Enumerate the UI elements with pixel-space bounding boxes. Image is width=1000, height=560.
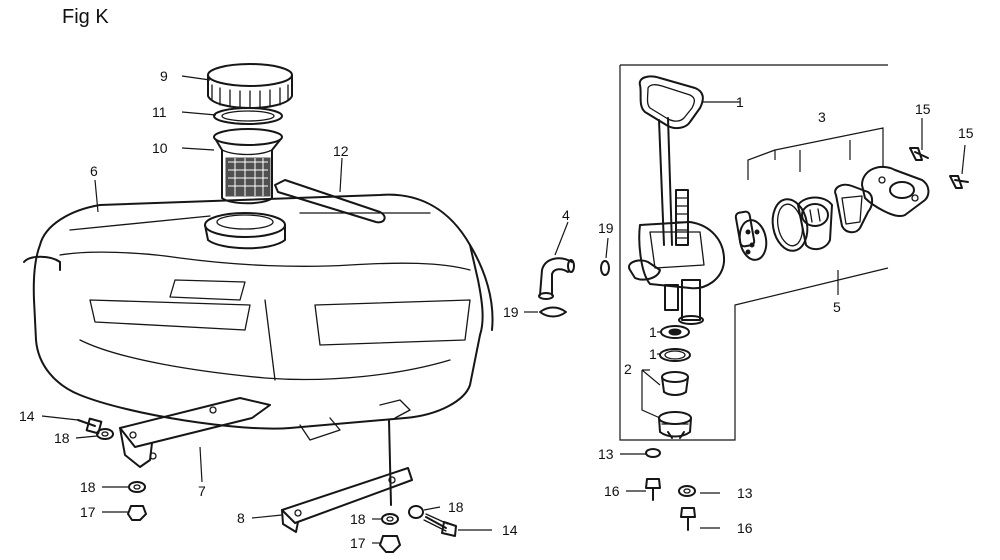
fuel-cock-assembly — [619, 64, 969, 441]
callout-16-right: 16 — [737, 520, 753, 536]
figure-title: Fig K — [62, 6, 109, 28]
callout-15-left: 15 — [915, 101, 931, 117]
tank-bracket-front — [281, 467, 413, 533]
callout-13-right: 13 — [737, 485, 753, 501]
fuel-hose — [538, 257, 575, 300]
front-fasteners — [379, 419, 457, 553]
callout-18-front: 18 — [350, 511, 366, 527]
callout-7: 7 — [198, 483, 206, 499]
callout-6: 6 — [90, 163, 98, 179]
hose-clips — [539, 260, 610, 318]
fuel-cock-sediment-parts — [658, 325, 692, 439]
callout-8: 8 — [237, 510, 245, 526]
left-fasteners — [77, 417, 147, 521]
callout-18-upper-left: 18 — [54, 430, 70, 446]
callout-1-top: 1 — [736, 94, 744, 110]
callout-14-right: 14 — [502, 522, 518, 538]
callout-17-left: 17 — [80, 504, 96, 520]
tank-decal-strip — [274, 179, 386, 224]
fuel-cock-fasteners — [645, 448, 696, 531]
callout-18-right: 18 — [448, 499, 464, 515]
callout-18-lower-left: 18 — [80, 479, 96, 495]
callout-1-middle: 1 — [649, 324, 657, 340]
callout-14-left: 14 — [19, 408, 35, 424]
fuel-cap — [207, 63, 293, 109]
callout-1-lower: 1 — [649, 346, 657, 362]
cap-gasket — [213, 107, 283, 125]
callout-13-left: 13 — [598, 446, 614, 462]
callout-10: 10 — [152, 140, 168, 156]
leader-lines — [41, 75, 966, 544]
callout-19-bottom: 19 — [503, 304, 519, 320]
callout-19-top: 19 — [598, 220, 614, 236]
tank-bracket-rear — [119, 397, 271, 468]
fuel-strainer — [213, 128, 283, 205]
callout-9: 9 — [160, 68, 168, 84]
callout-12: 12 — [333, 143, 349, 159]
callout-16-left: 16 — [604, 483, 620, 499]
fuel-tank — [23, 193, 494, 441]
callout-5: 5 — [833, 299, 841, 315]
callout-17-front: 17 — [350, 535, 366, 551]
callout-3: 3 — [818, 109, 826, 125]
callout-2: 2 — [624, 361, 632, 377]
callout-labels: 9 11 10 12 6 1 3 15 15 5 4 19 19 1 1 2 1… — [19, 68, 974, 551]
callout-15-right: 15 — [958, 125, 974, 141]
callout-4: 4 — [562, 207, 570, 223]
callout-11: 11 — [152, 104, 167, 120]
